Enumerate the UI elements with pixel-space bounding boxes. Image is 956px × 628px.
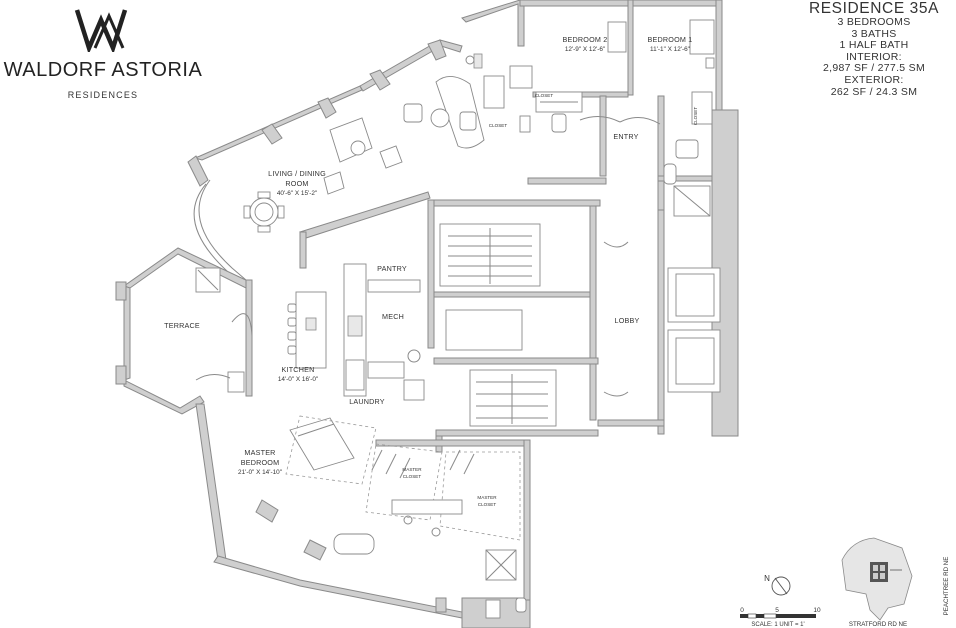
label-closet-hall: CLOSET	[489, 123, 508, 128]
label-master-bedroom-2: BEDROOM	[241, 458, 280, 467]
info-exterior-label: EXTERIOR:	[844, 73, 904, 86]
dims-living: 40'-6" X 15'-2"	[277, 190, 317, 197]
scale-tick-10: 10	[813, 607, 821, 614]
label-laundry: LAUNDRY	[349, 397, 385, 406]
residence-title: RESIDENCE 35A	[808, 0, 940, 17]
scale-tick-5: 5	[775, 607, 779, 614]
bedroom-furniture	[473, 19, 715, 217]
residence-info: RESIDENCE 35A 3 BEDROOMS 3 BATHS 1 HALF …	[784, 0, 956, 98]
scale-tick-0: 0	[740, 607, 744, 614]
dims-bedroom-1: 11'-1" X 12'-6"	[650, 46, 690, 53]
label-master-closet-b-2: CLOSET	[478, 502, 497, 507]
dims-bedroom-2: 12'-9" X 12'-6"	[565, 46, 605, 53]
label-bedroom-2: BEDROOM 2	[563, 35, 608, 44]
label-kitchen: KITCHEN	[282, 365, 315, 374]
scale-bar: 0 5 10 SCALE: 1 UNIT = 1'	[740, 607, 821, 628]
label-mech: MECH	[382, 312, 404, 321]
dims-master-bedroom: 21'-0" X 14'-10"	[238, 469, 282, 476]
info-bedrooms: 3 BEDROOMS	[837, 16, 911, 28]
waldorf-monogram-icon	[74, 9, 128, 55]
info-interior-area: 2,987 SF / 277.5 SM	[822, 62, 925, 75]
label-living-2: ROOM	[285, 179, 308, 188]
living-furniture	[243, 55, 485, 233]
dims-kitchen: 14'-0" X 16'-0"	[278, 376, 318, 383]
info-interior-label: INTERIOR:	[846, 50, 902, 63]
label-bedroom-1: BEDROOM 1	[648, 35, 693, 44]
label-master-bedroom-1: MASTER	[244, 448, 275, 457]
label-master-closet-a-1: MASTER	[402, 467, 422, 472]
street-south: STRATFORD RD NE	[849, 621, 907, 628]
core-fixtures	[439, 223, 721, 427]
label-master-closet-a-2: CLOSET	[403, 474, 422, 479]
key-plan: STRATFORD RD NE PEACHTREE RD NE	[841, 537, 950, 628]
info-half-bath: 1 HALF BATH	[839, 39, 909, 52]
label-closet-bed2: CLOSET	[535, 93, 554, 98]
label-pantry: PANTRY	[377, 264, 407, 273]
label-living-1: LIVING / DINING	[268, 169, 326, 178]
label-entry: ENTRY	[613, 132, 638, 141]
label-terrace: TERRACE	[164, 321, 200, 330]
brand-subtitle: RESIDENCES	[67, 90, 139, 100]
north-arrow: N	[764, 574, 791, 596]
label-closet-bed1: CLOSET	[693, 107, 698, 126]
info-exterior-area: 262 SF / 24.3 SM	[830, 85, 918, 98]
room-labels: BEDROOM 2 12'-9" X 12'-6" BEDROOM 1 11'-…	[164, 35, 698, 507]
north-label: N	[764, 574, 770, 583]
scale-text: SCALE: 1 UNIT = 1'	[751, 622, 804, 628]
info-baths: 3 BATHS	[851, 27, 897, 40]
brand-logo: WALDORF ASTORIA RESIDENCES	[0, 6, 206, 100]
brand-name: WALDORF ASTORIA	[3, 59, 203, 81]
label-lobby: LOBBY	[615, 316, 640, 325]
exterior-walls	[115, 0, 739, 628]
street-east: PEACHTREE RD NE	[943, 557, 950, 616]
kitchen-fixtures	[195, 263, 425, 401]
master-suite-fixtures	[285, 415, 527, 619]
label-master-closet-b-1: MASTER	[477, 495, 497, 500]
